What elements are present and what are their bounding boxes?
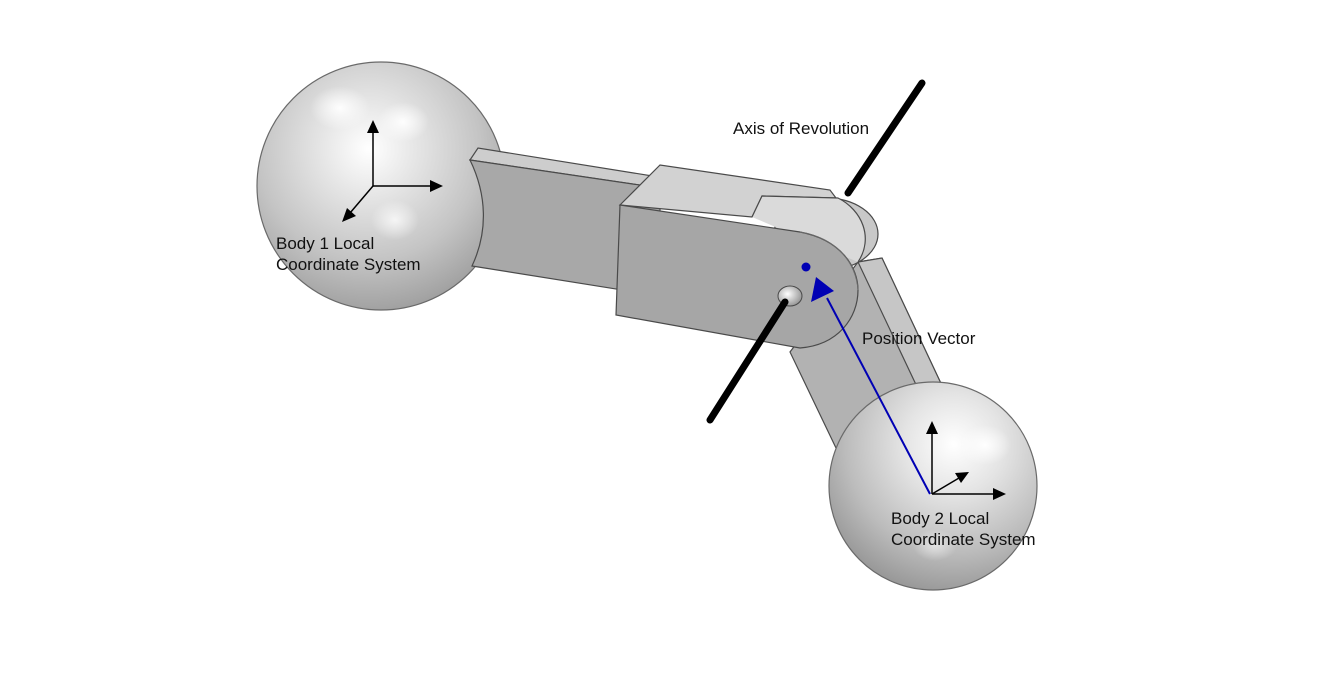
axis-line-upper [844,79,926,197]
body2-coordinate-system-label: Body 2 Local Coordinate System [891,508,1036,550]
body2-coordinate-axes [926,421,1006,500]
position-vector-label: Position Vector [862,329,976,348]
body2-sphere [828,381,1038,591]
axis-line-lower [706,298,789,424]
body1-link-arm [468,147,666,297]
body2-label-line1: Body 2 Local [891,509,990,528]
body1-label-line2: Coordinate System [276,255,421,274]
body1-coordinate-axes [342,120,443,222]
body1-label-line1: Body 1 Local [276,234,375,253]
joint-clevis [615,164,879,349]
body2-label-line2: Coordinate System [891,530,1036,549]
axis-of-revolution-label: Axis of Revolution [733,119,870,138]
joint-location-point [801,262,811,272]
body1-coordinate-system-label: Body 1 Local Coordinate System [276,233,421,275]
position-vector-arrow [801,262,931,495]
